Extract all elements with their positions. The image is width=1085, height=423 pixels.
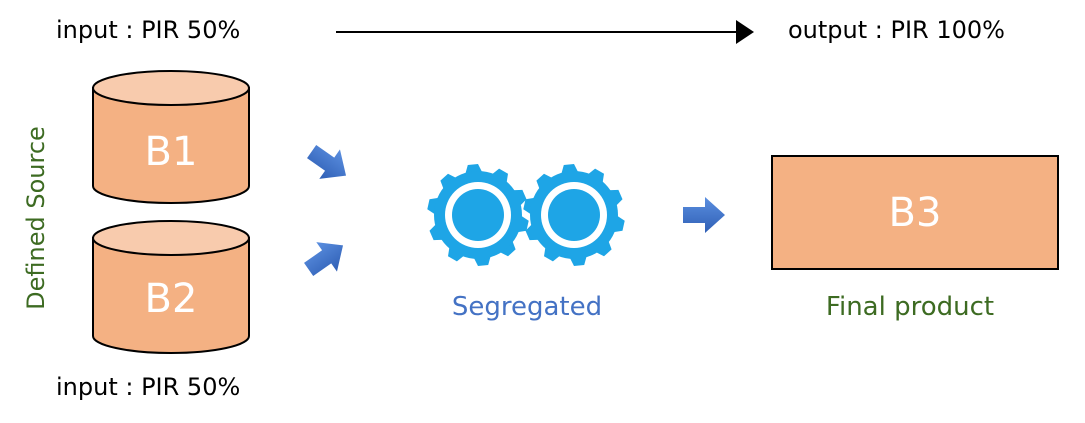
segregated-label: Segregated <box>451 292 603 322</box>
input-top-label: input : PIR 50% <box>56 16 241 44</box>
cylinder-b2-label: B2 <box>145 276 198 322</box>
right-gear-icon <box>523 164 625 266</box>
final-product-box-label: B3 <box>888 189 942 236</box>
cylinder-b1: B1 <box>92 70 250 204</box>
arrow-process-to-final <box>683 197 725 233</box>
left-gear-icon <box>427 164 529 266</box>
output-label: output : PIR 100% <box>788 16 1005 44</box>
gears-icon <box>427 164 625 266</box>
final-product-box: B3 <box>771 155 1059 270</box>
cylinder-b2: B2 <box>92 220 250 354</box>
cylinder-b1-label: B1 <box>145 129 198 175</box>
arrow-b1-to-process <box>301 136 357 191</box>
input-bottom-label: input : PIR 50% <box>56 373 241 401</box>
defined-source-label: Defined Source <box>22 126 50 310</box>
final-product-label: Final product <box>825 292 995 322</box>
flow-arrow <box>336 20 754 44</box>
arrow-b2-to-process <box>298 230 354 285</box>
